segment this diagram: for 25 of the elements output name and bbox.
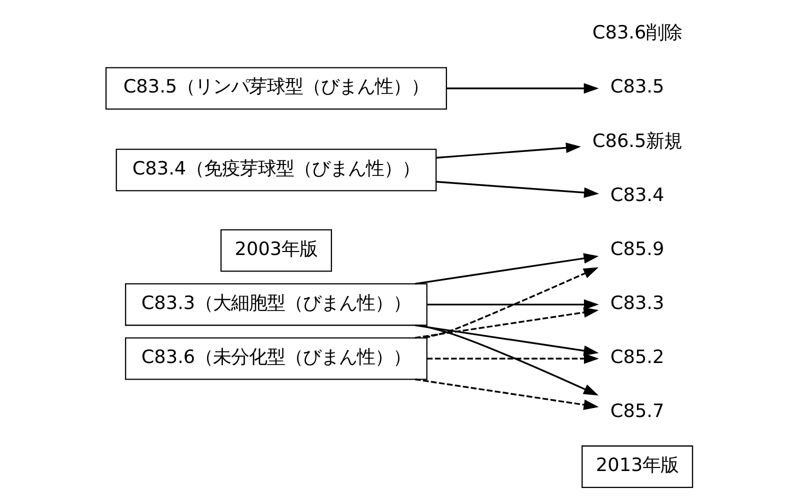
arrow — [420, 324, 599, 395]
arrow — [436, 142, 581, 158]
arrow — [414, 306, 599, 338]
node-text: C85.2 — [610, 346, 664, 368]
arrow — [426, 298, 599, 310]
arrow — [426, 352, 599, 364]
node-text: C85.9 — [610, 238, 664, 260]
node-box: 2003年版 — [220, 228, 332, 272]
arrow — [446, 82, 599, 94]
node-box: C83.4（免疫芽球型（びまん性）） — [116, 148, 437, 191]
node-text: C86.5新規 — [592, 130, 682, 152]
arrow — [414, 252, 599, 284]
node-text: C85.7 — [610, 400, 664, 422]
node-box: 2013年版 — [582, 444, 694, 488]
arrow — [436, 180, 600, 198]
node-text: C83.4 — [610, 184, 664, 206]
label: C83.6削除 — [592, 22, 682, 44]
node-text: C83.5 — [610, 76, 664, 98]
node-text: C83.3 — [610, 292, 664, 314]
arrow — [414, 378, 599, 410]
node-box: C83.6（未分化型（びまん性）） — [125, 336, 428, 380]
arrow — [414, 324, 599, 356]
arrow — [424, 266, 599, 338]
node-box: C83.3（大細胞型（びまん性）） — [125, 282, 428, 326]
node-box: C83.5（リンパ芽球型（びまん性）） — [105, 66, 447, 110]
